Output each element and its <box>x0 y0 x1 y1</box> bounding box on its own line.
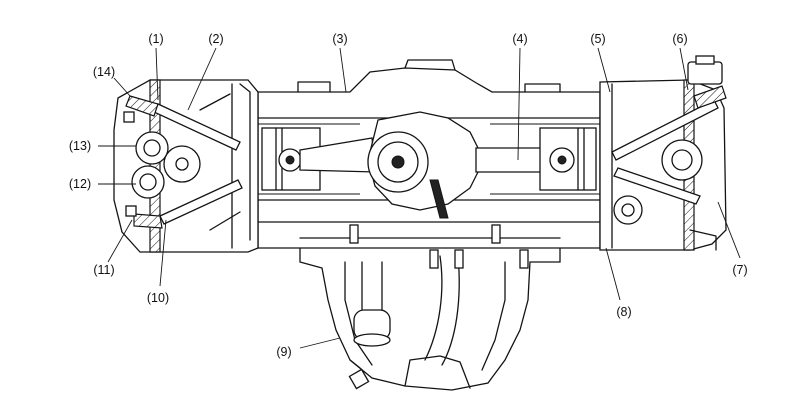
oil-pan <box>299 237 561 391</box>
callout-2: (2) <box>208 32 223 46</box>
leader-6 <box>679 47 689 91</box>
callout-12: (12) <box>69 177 91 191</box>
leader-1 <box>155 47 159 101</box>
callout-14: (14) <box>93 65 115 79</box>
crankshaft <box>367 111 485 219</box>
leader-10 <box>159 219 167 287</box>
callout-7: (7) <box>732 263 747 277</box>
leader-3 <box>339 47 347 93</box>
right-cylinder-head <box>599 55 727 251</box>
leader-lines <box>98 47 741 349</box>
callout-5: (5) <box>590 32 605 46</box>
callout-13: (13) <box>69 139 91 153</box>
callout-3: (3) <box>332 32 347 46</box>
right-piston-connecting-rod <box>475 127 597 191</box>
leader-2 <box>187 47 217 111</box>
leader-9 <box>299 337 341 349</box>
callout-10: (10) <box>147 291 169 305</box>
left-piston <box>261 127 377 191</box>
callout-11: (11) <box>93 263 114 277</box>
callout-1: (1) <box>148 32 163 46</box>
callout-6: (6) <box>672 32 687 46</box>
leader-7 <box>717 201 741 259</box>
leader-14 <box>113 77 131 97</box>
leader-4 <box>517 47 521 161</box>
leader-8 <box>605 247 621 301</box>
callout-9: (9) <box>276 345 291 359</box>
leader-5 <box>597 47 611 93</box>
callout-labels: (1) (2) (3) (4) (5) (6) (7) (8) (9) (10)… <box>69 32 748 359</box>
callout-8: (8) <box>616 305 631 319</box>
leader-11 <box>107 219 133 263</box>
callout-4: (4) <box>512 32 527 46</box>
left-cylinder-head <box>113 79 259 253</box>
